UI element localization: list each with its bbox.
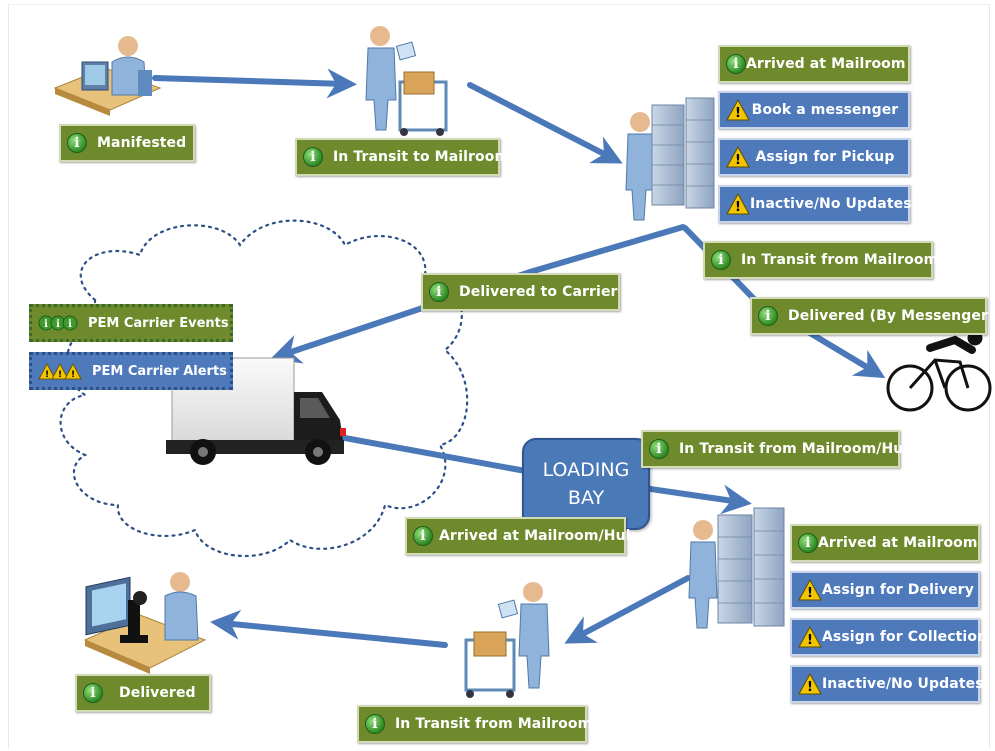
info-icon: i	[429, 282, 449, 302]
alert-assign-for-delivery: ! Assign for Delivery	[790, 571, 980, 609]
person-at-mail-shelves-icon	[625, 97, 715, 221]
warning-icon: !	[798, 673, 822, 695]
person-with-cart-icon	[365, 26, 448, 136]
arrow-desk-to-cart	[152, 68, 357, 99]
carrier-cloud	[59, 219, 469, 558]
person-at-mail-shelves-bottom-icon	[688, 507, 785, 629]
arrow-cart-to-recipient	[210, 609, 448, 648]
pem-carrier-events: PEM Carrier Events	[29, 304, 233, 342]
svg-text:!: !	[735, 106, 741, 121]
person-at-workstation-icon	[83, 572, 207, 674]
status-arrived-at-mailroom-hub: i Arrived at Mailroom/Hub	[405, 517, 636, 555]
alert-assign-for-collection: ! Assign for Collection	[790, 618, 987, 656]
info-icon: i	[83, 683, 103, 703]
status-in-transit-from-mailroom: i In Transit from Mailroom	[703, 241, 938, 279]
status-in-transit-from-mailroom-bottom: i In Transit from Mailroom	[357, 705, 592, 743]
status-in-transit-to-mailroom: i In Transit to Mailroom	[295, 138, 509, 176]
alert-inactive-no-updates-bottom: ! Inactive/No Updates	[790, 665, 984, 703]
status-delivered-by-messenger: i Delivered (By Messenger)	[750, 297, 994, 335]
status-delivered-to-carrier: i Delivered to Carrier	[421, 273, 620, 311]
person-with-cart-bottom-icon	[464, 582, 550, 698]
info-icon: i	[413, 526, 433, 546]
warning-icon: !	[726, 193, 750, 215]
cyclist-icon	[886, 330, 992, 412]
info-icon: i	[365, 714, 385, 734]
info-icon: i	[67, 133, 87, 153]
svg-text:!: !	[735, 153, 741, 168]
status-in-transit-from-mailroom-hub: i In Transit from Mailroom/Hub	[641, 430, 913, 468]
warning-icon-group	[38, 363, 82, 381]
status-delivered: i Delivered	[75, 674, 211, 712]
alert-assign-for-pickup: ! Assign for Pickup	[718, 138, 910, 176]
info-icon: i	[726, 54, 746, 74]
info-icon: i	[711, 250, 731, 270]
status-manifested: i Manifested	[59, 124, 195, 162]
status-arrived-at-mailroom: i Arrived at Mailroom	[718, 45, 910, 83]
diagram-frame	[8, 4, 990, 749]
pem-carrier-alerts: PEM Carrier Alerts	[29, 352, 233, 390]
arrow-mailroom-to-cart	[564, 575, 691, 644]
warning-icon: !	[726, 99, 750, 121]
info-icon: i	[303, 147, 323, 167]
warning-icon: !	[798, 579, 822, 601]
arrow-cart-to-mailroom	[467, 82, 623, 164]
alert-book-a-messenger: ! Book a messenger	[718, 91, 910, 129]
info-icon: i	[758, 306, 778, 326]
svg-text:!: !	[807, 680, 813, 695]
svg-text:!: !	[807, 633, 813, 648]
svg-text:!: !	[735, 200, 741, 215]
loading-bay: LOADING BAY	[522, 438, 650, 530]
warning-icon: !	[798, 626, 822, 648]
arrow-truck-to-mailroom	[342, 435, 752, 515]
info-icon: i	[798, 533, 818, 553]
alert-inactive-no-updates: ! Inactive/No Updates	[718, 185, 912, 223]
person-at-desk-icon	[53, 36, 162, 116]
info-icon-group	[38, 315, 78, 331]
svg-text:!: !	[807, 586, 813, 601]
warning-icon: !	[726, 146, 750, 168]
info-icon: i	[649, 439, 669, 459]
arrow-mailroom-to-truck	[270, 224, 686, 364]
status-arrived-at-mailroom-bottom: i Arrived at Mailroom	[790, 524, 980, 562]
